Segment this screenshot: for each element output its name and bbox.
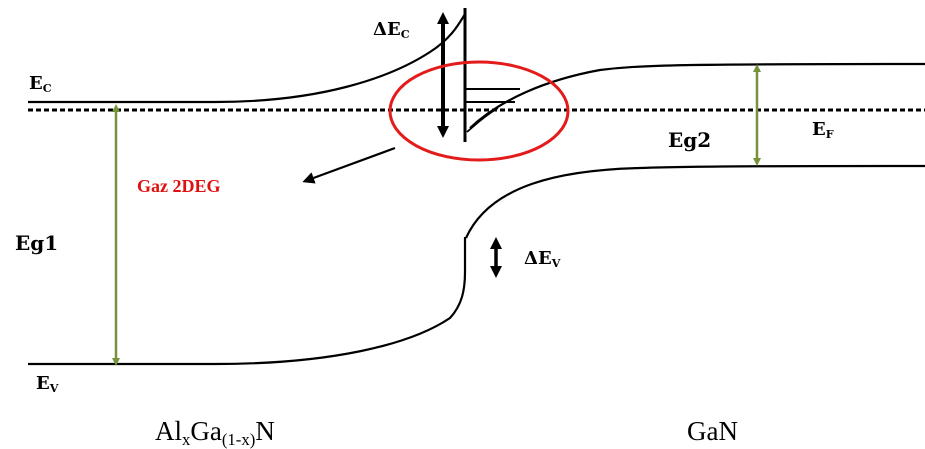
label-delta-ec: ΔEC	[373, 19, 410, 41]
valence-band-gan	[464, 164, 925, 239]
well-bottom	[466, 107, 499, 133]
label-eg1: Eg1	[15, 231, 59, 255]
conduction-band-algan	[28, 13, 466, 104]
conduction-band-gan	[469, 62, 925, 129]
material-algan: AlxGa(1-x)N	[155, 416, 275, 449]
label-2deg-gas: Gaz 2DEG	[137, 176, 221, 196]
label-ec: EC	[29, 73, 52, 95]
valence-band-algan	[28, 271, 467, 366]
2deg-highlight-circle	[388, 60, 570, 162]
2deg-pointer-arrow	[302, 146, 396, 184]
label-delta-ev: ΔEV	[524, 248, 561, 270]
label-ef: EF	[812, 119, 834, 141]
material-gan: GaN	[687, 416, 738, 446]
label-eg2: Eg2	[668, 128, 712, 152]
label-ev: EV	[36, 373, 59, 395]
